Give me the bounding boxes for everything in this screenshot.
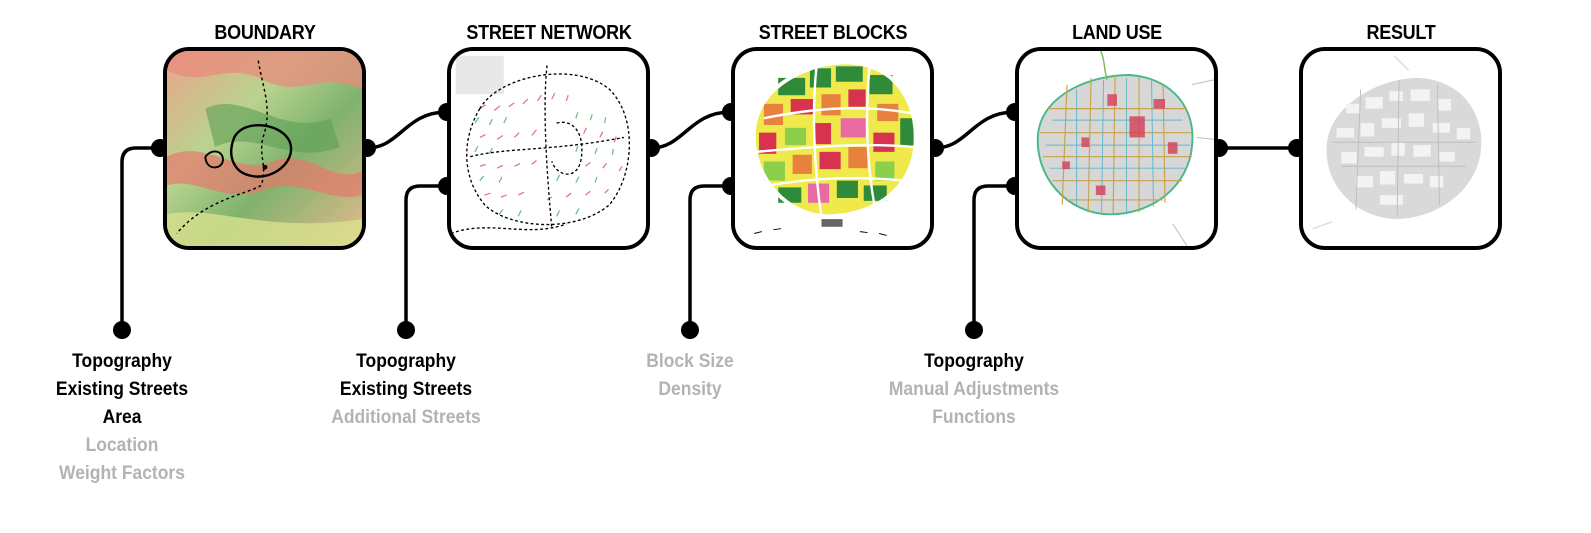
stage-title-street-blocks: STREET BLOCKS: [758, 22, 908, 44]
topography-boundary-map-icon: [167, 51, 362, 246]
param-additional-streets: Additional Streets: [331, 407, 481, 428]
param-location: Location: [85, 435, 159, 456]
street-vector-field-icon: [451, 51, 646, 246]
massing-model-icon: [1303, 51, 1498, 246]
param-existing-streets: Existing Streets: [339, 379, 473, 400]
parameter-list-boundary: Topography Existing Streets Area Locatio…: [2, 348, 242, 488]
stage-box-street-blocks: [731, 47, 934, 250]
param-block-size: Block Size: [646, 351, 734, 372]
param-node-boundary: [113, 321, 131, 339]
colored-block-map-icon: [735, 51, 930, 246]
stage-box-street-network: [447, 47, 650, 250]
land-use-plan-icon: [1019, 51, 1214, 246]
param-density: Density: [658, 379, 722, 400]
param-topography: Topography: [72, 351, 172, 372]
stage-box-boundary: [163, 47, 366, 250]
stage-title-land-use: LAND USE: [1072, 22, 1162, 44]
stage-box-result: [1299, 47, 1502, 250]
param-node-landuse: [965, 321, 983, 339]
param-topography: Topography: [924, 351, 1024, 372]
param-topography: Topography: [356, 351, 456, 372]
param-manual-adjustments: Manual Adjustments: [888, 379, 1060, 400]
param-node-network: [397, 321, 415, 339]
parameter-list-street-blocks: Block Size Density: [570, 348, 810, 404]
stage-title-result: RESULT: [1366, 22, 1436, 44]
param-functions: Functions: [932, 407, 1016, 428]
parameter-list-street-network: Topography Existing Streets Additional S…: [286, 348, 526, 432]
param-node-blocks: [681, 321, 699, 339]
param-weight-factors: Weight Factors: [59, 463, 185, 484]
stage-box-land-use: [1015, 47, 1218, 250]
stage-title-street-network: STREET NETWORK: [466, 22, 632, 44]
stage-title-boundary: BOUNDARY: [214, 22, 316, 44]
param-area: Area: [102, 407, 142, 428]
param-existing-streets: Existing Streets: [55, 379, 189, 400]
parameter-list-land-use: Topography Manual Adjustments Functions: [854, 348, 1094, 432]
